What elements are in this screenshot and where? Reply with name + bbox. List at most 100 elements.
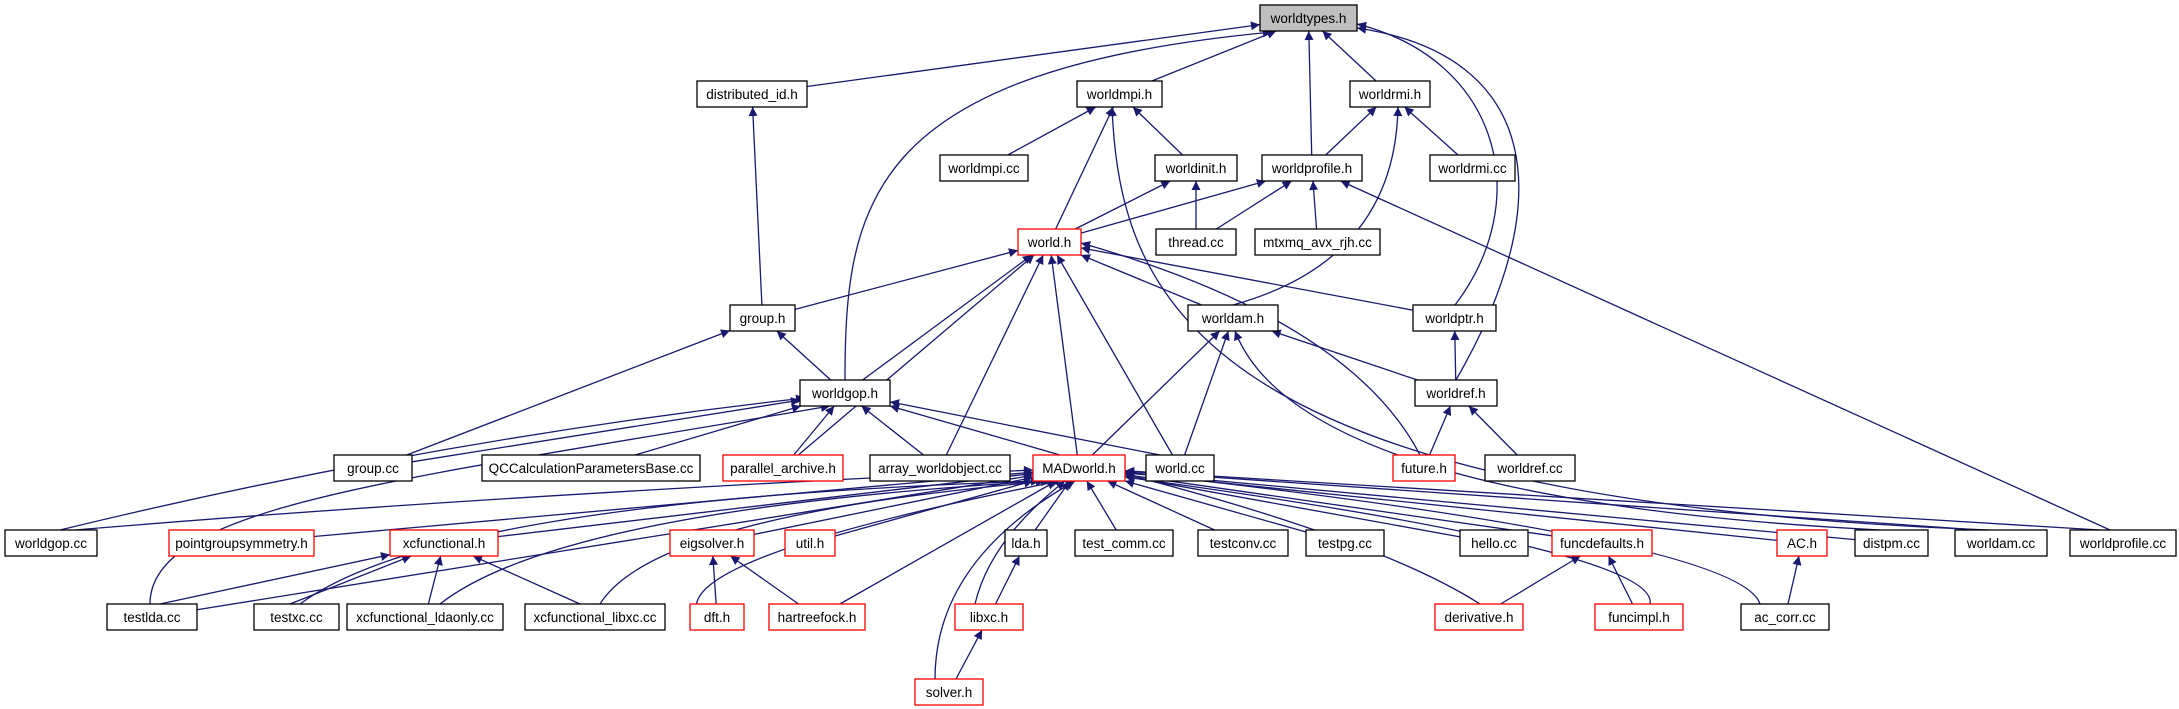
node-worldptr[interactable]: worldptr.h [1412,304,1497,332]
node-worldref[interactable]: worldref.h [1414,379,1498,407]
node-box[interactable] [1776,529,1828,557]
node-box[interactable] [1594,603,1684,631]
node-box[interactable] [954,603,1024,631]
node-thread_cc[interactable]: thread.cc [1155,228,1237,256]
node-hartreefock[interactable]: hartreefock.h [768,603,866,631]
node-box[interactable] [914,678,984,706]
node-future[interactable]: future.h [1392,454,1456,482]
node-box[interactable] [1259,4,1358,32]
node-worldref_cc[interactable]: worldref.cc [1484,454,1576,482]
node-testconv[interactable]: testconv.cc [1197,529,1289,557]
node-funcimpl[interactable]: funcimpl.h [1594,603,1684,631]
node-box[interactable] [346,603,504,631]
node-libxc[interactable]: libxc.h [954,603,1024,631]
node-box[interactable] [1551,529,1653,557]
node-lda[interactable]: lda.h [1004,529,1048,557]
node-group_cc[interactable]: group.cc [333,454,413,482]
node-box[interactable] [1392,454,1456,482]
node-worldprofile[interactable]: worldprofile.h [1261,154,1363,182]
node-box[interactable] [1145,454,1215,482]
node-box[interactable] [1349,80,1431,108]
node-ac[interactable]: AC.h [1776,529,1828,557]
node-group[interactable]: group.h [729,304,796,332]
node-box[interactable] [4,529,98,557]
node-mtxmq[interactable]: mtxmq_avx_rjh.cc [1254,228,1381,256]
node-worldgop[interactable]: worldgop.h [799,379,891,407]
node-box[interactable] [1154,154,1238,182]
node-distpm[interactable]: distpm.cc [1854,529,1929,557]
node-box[interactable] [939,154,1029,182]
node-worldgop_cc[interactable]: worldgop.cc [4,529,98,557]
node-distributed_id[interactable]: distributed_id.h [696,80,808,108]
node-box[interactable] [1187,304,1279,332]
node-box[interactable] [1032,454,1126,482]
node-box[interactable] [784,529,836,557]
node-box[interactable] [768,603,866,631]
node-world_cc[interactable]: world.cc [1145,454,1215,482]
node-pointgroup[interactable]: pointgroupsymmetry.h [168,529,315,557]
node-worldrmi[interactable]: worldrmi.h [1349,80,1431,108]
node-worldtypes[interactable]: worldtypes.h [1259,4,1358,32]
node-worldprofile_cc[interactable]: worldprofile.cc [2069,529,2177,557]
node-box[interactable] [722,454,844,482]
node-box[interactable] [106,603,198,631]
node-xcf_libxc[interactable]: xcfunctional_libxc.cc [524,603,666,631]
node-xcfunctional[interactable]: xcfunctional.h [389,529,499,557]
node-box[interactable] [524,603,666,631]
node-box[interactable] [2069,529,2177,557]
node-testlda[interactable]: testlda.cc [106,603,198,631]
node-box[interactable] [1074,529,1174,557]
node-box[interactable] [1261,154,1363,182]
node-box[interactable] [1017,228,1082,256]
node-worldmpi_cc[interactable]: worldmpi.cc [939,154,1029,182]
node-box[interactable] [1155,228,1237,256]
node-box[interactable] [253,603,340,631]
node-test_comm[interactable]: test_comm.cc [1074,529,1174,557]
node-box[interactable] [689,603,745,631]
node-box[interactable] [729,304,796,332]
node-box[interactable] [669,529,755,557]
node-testxc[interactable]: testxc.cc [253,603,340,631]
node-ac_corr[interactable]: ac_corr.cc [1740,603,1830,631]
node-box[interactable] [1076,80,1163,108]
node-solver[interactable]: solver.h [914,678,984,706]
node-box[interactable] [1854,529,1929,557]
node-dft[interactable]: dft.h [689,603,745,631]
node-box[interactable] [1197,529,1289,557]
node-box[interactable] [168,529,315,557]
node-box[interactable] [1459,529,1529,557]
node-box[interactable] [1414,379,1498,407]
node-worldinit[interactable]: worldinit.h [1154,154,1238,182]
node-box[interactable] [1305,529,1385,557]
node-box[interactable] [799,379,891,407]
node-testpg[interactable]: testpg.cc [1305,529,1385,557]
node-xcf_ldaonly[interactable]: xcfunctional_ldaonly.cc [346,603,504,631]
node-array_wo[interactable]: array_worldobject.cc [869,454,1011,482]
node-box[interactable] [869,454,1011,482]
node-box[interactable] [481,454,701,482]
node-box[interactable] [1412,304,1497,332]
node-derivative[interactable]: derivative.h [1434,603,1524,631]
node-box[interactable] [696,80,808,108]
node-util[interactable]: util.h [784,529,836,557]
node-qccalc[interactable]: QCCalculationParametersBase.cc [481,454,701,482]
node-madworld[interactable]: MADworld.h [1032,454,1126,482]
node-worldam[interactable]: worldam.h [1187,304,1279,332]
node-worldrmi_cc[interactable]: worldrmi.cc [1429,154,1516,182]
node-box[interactable] [1484,454,1576,482]
node-box[interactable] [1740,603,1830,631]
node-box[interactable] [1254,228,1381,256]
node-hello[interactable]: hello.cc [1459,529,1529,557]
node-box[interactable] [333,454,413,482]
node-parallel_archive[interactable]: parallel_archive.h [722,454,844,482]
node-funcdefaults[interactable]: funcdefaults.h [1551,529,1653,557]
node-worldam_cc[interactable]: worldam.cc [1954,529,2048,557]
node-box[interactable] [1954,529,2048,557]
node-box[interactable] [1004,529,1048,557]
node-box[interactable] [389,529,499,557]
node-eigsolver[interactable]: eigsolver.h [669,529,755,557]
node-box[interactable] [1429,154,1516,182]
node-world[interactable]: world.h [1017,228,1082,256]
node-worldmpi[interactable]: worldmpi.h [1076,80,1163,108]
node-box[interactable] [1434,603,1524,631]
